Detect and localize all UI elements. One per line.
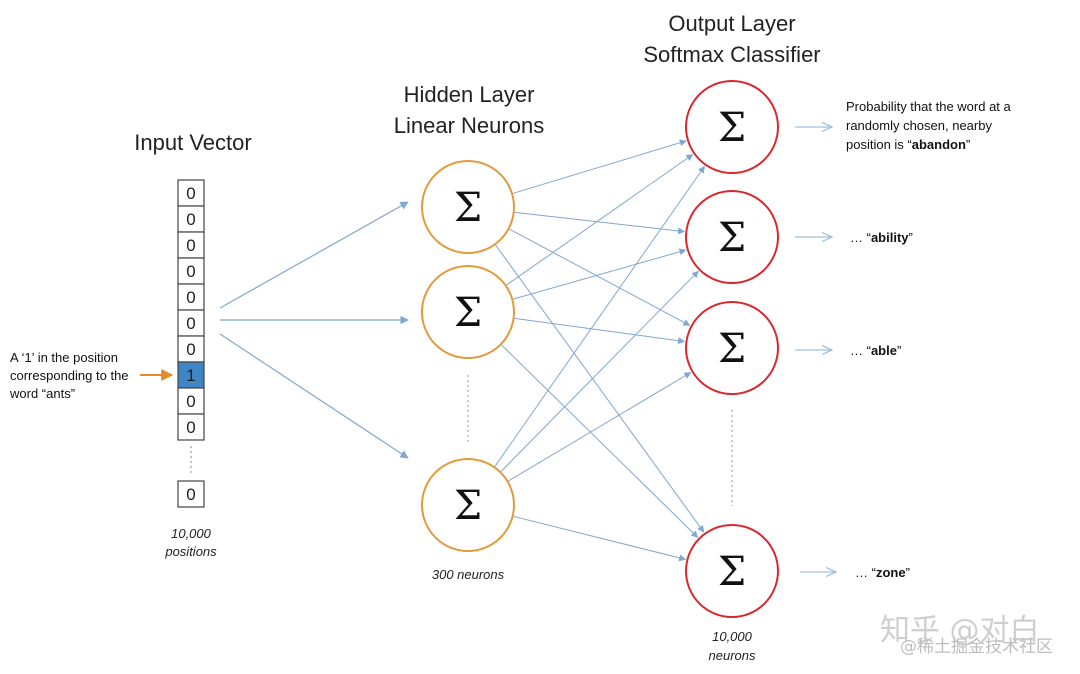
input-annotation-line2: corresponding to the bbox=[10, 368, 129, 383]
output-label-able: … “able” bbox=[850, 343, 901, 358]
connection-line bbox=[513, 211, 685, 235]
output-caption-line2: neurons bbox=[709, 648, 756, 663]
output-label-first-line2: randomly chosen, nearby bbox=[846, 118, 992, 133]
hidden-neuron-3: Σ bbox=[421, 458, 515, 552]
connection-line bbox=[500, 343, 699, 538]
connection-line bbox=[508, 228, 691, 326]
output-layer-title-line2: Softmax Classifier bbox=[643, 42, 820, 67]
input-vector-last-cell bbox=[177, 480, 205, 508]
input-vector-last-cell-value: 0 bbox=[186, 485, 195, 504]
watermark-line2: @稀土掘金技术社区 bbox=[900, 637, 1053, 657]
hidden-layer-title-line2: Linear Neurons bbox=[394, 113, 544, 138]
output-label-first-line3: position is “abandon” bbox=[846, 137, 970, 152]
output-arrows bbox=[795, 127, 836, 572]
hidden-neuron-1: Σ bbox=[421, 160, 515, 254]
sigma-symbol: Σ bbox=[718, 105, 746, 151]
input-cell-value: 0 bbox=[186, 340, 195, 359]
input-cell-value: 0 bbox=[186, 418, 195, 437]
hidden-to-output-connections bbox=[493, 139, 705, 562]
input-caption-line1: 10,000 bbox=[171, 526, 212, 541]
hidden-neuron-2: Σ bbox=[421, 265, 515, 359]
connection-line bbox=[511, 139, 687, 195]
output-neuron-zone: Σ bbox=[685, 524, 779, 618]
connection-line bbox=[493, 165, 705, 468]
input-cell bbox=[177, 309, 205, 337]
connection-line bbox=[512, 248, 687, 300]
input-cell-value: 0 bbox=[186, 288, 195, 307]
output-layer-title-line1: Output Layer bbox=[668, 11, 795, 36]
connection-line bbox=[494, 243, 705, 533]
sigma-symbol: Σ bbox=[454, 483, 482, 529]
watermark-line1: 知乎 @对白 bbox=[880, 613, 1040, 648]
input-cell bbox=[177, 257, 205, 285]
output-caption-line1: 10,000 bbox=[712, 629, 753, 644]
output-label-zone: … “zone” bbox=[855, 565, 910, 580]
sigma-symbol: Σ bbox=[718, 549, 746, 595]
connection-line bbox=[513, 317, 686, 345]
output-label-first-line1: Probability that the word at a bbox=[846, 99, 1012, 114]
input-cell-highlighted bbox=[177, 361, 205, 389]
output-neuron-ability: Σ bbox=[685, 190, 779, 284]
output-neuron-abandon: Σ bbox=[685, 80, 779, 174]
input-vector-title: Input Vector bbox=[134, 130, 251, 155]
connection-line bbox=[507, 372, 692, 482]
input-cell-value: 0 bbox=[186, 262, 195, 281]
input-cell-value: 1 bbox=[186, 366, 195, 385]
connection-line bbox=[512, 515, 687, 562]
connection-line bbox=[505, 154, 694, 287]
hidden-caption: 300 neurons bbox=[432, 567, 505, 582]
connection-line bbox=[499, 270, 699, 473]
output-label-ability: … “ability” bbox=[850, 230, 913, 245]
sigma-symbol: Σ bbox=[718, 326, 746, 372]
input-cell-value: 0 bbox=[186, 314, 195, 333]
input-cell-value: 0 bbox=[186, 392, 195, 411]
sigma-symbol: Σ bbox=[718, 215, 746, 261]
hidden-layer-title-line1: Hidden Layer bbox=[404, 82, 535, 107]
input-cell bbox=[177, 413, 205, 441]
input-to-hidden-arrows bbox=[219, 201, 409, 459]
input-cell-value: 0 bbox=[186, 184, 195, 203]
input-vector: 0 0 0 0 0 0 0 1 0 0 bbox=[177, 179, 205, 441]
input-caption-line2: positions bbox=[164, 544, 217, 559]
output-neuron-able: Σ bbox=[685, 301, 779, 395]
input-annotation-line1: A ‘1’ in the position bbox=[10, 350, 118, 365]
input-cell-value: 0 bbox=[186, 236, 195, 255]
input-annotation-line3: word “ants” bbox=[9, 386, 75, 401]
input-cell-value: 0 bbox=[186, 210, 195, 229]
sigma-symbol: Σ bbox=[454, 290, 482, 336]
sigma-symbol: Σ bbox=[454, 185, 482, 231]
